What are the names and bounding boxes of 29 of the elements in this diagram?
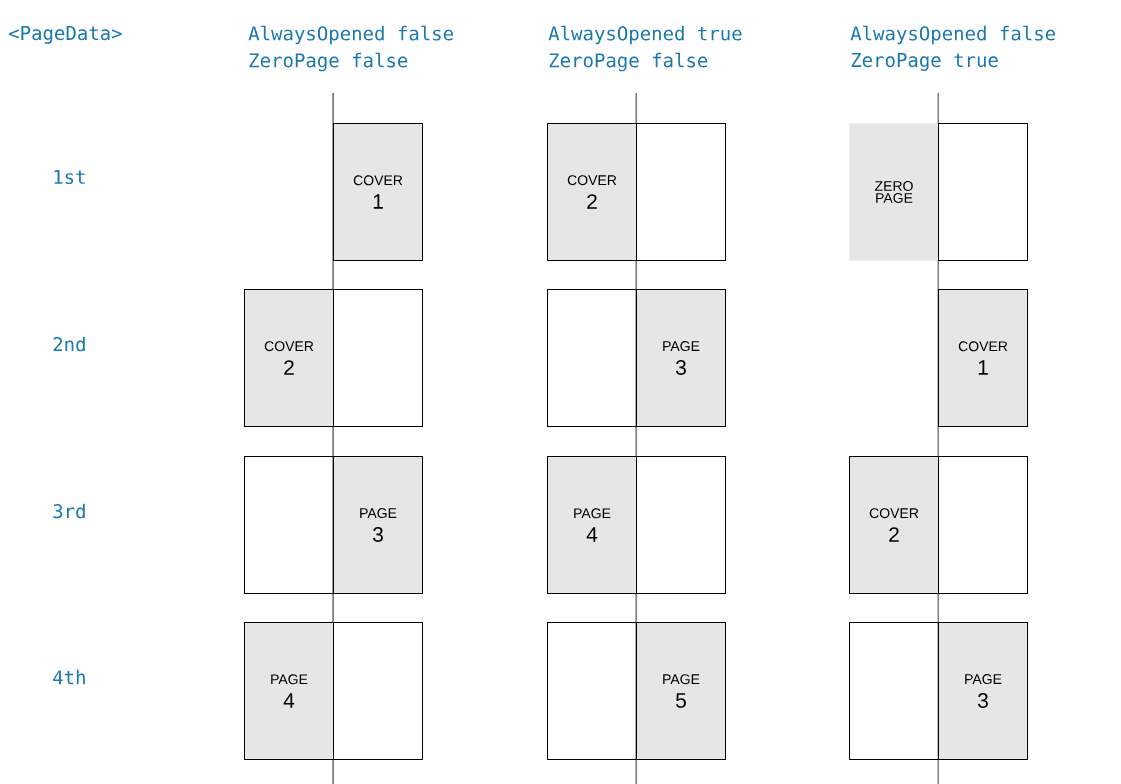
page-box: PAGE 4: [547, 456, 637, 594]
column-header: ZeroPage false: [249, 52, 408, 72]
page-box: PAGE 3: [938, 622, 1028, 760]
column-header: ZeroPage true: [851, 53, 998, 71]
page-box: COVER 2: [849, 456, 939, 594]
page-box: COVER 1: [938, 289, 1028, 427]
column-header: AlwaysOpened false: [850, 25, 1055, 45]
blank-page-box: [938, 456, 1028, 594]
row-label: 2nd: [53, 336, 85, 352]
row-label: 4th: [53, 669, 85, 685]
blank-page-box: [636, 456, 726, 594]
page-box: COVER 2: [244, 289, 334, 427]
page-box: ZERO PAGE: [849, 123, 939, 261]
page-box: PAGE 5: [636, 622, 726, 760]
row-label: 3rd: [53, 503, 85, 519]
row-label: 1st: [54, 169, 85, 185]
page-box: COVER 1: [333, 123, 423, 261]
blank-page-box: [636, 123, 726, 261]
title-label: <PageData>: [9, 26, 122, 44]
blank-page-box: [333, 289, 423, 427]
column-header: AlwaysOpened true: [548, 25, 742, 45]
page-box: COVER 2: [547, 123, 637, 261]
page-box: PAGE 3: [333, 456, 423, 594]
page-box: PAGE 3: [636, 289, 726, 427]
blank-page-box: [938, 123, 1028, 261]
blank-page-box: [333, 622, 423, 760]
column-header: ZeroPage false: [549, 52, 708, 72]
column-header: AlwaysOpened false: [248, 25, 453, 45]
page-box: PAGE 4: [244, 622, 334, 760]
